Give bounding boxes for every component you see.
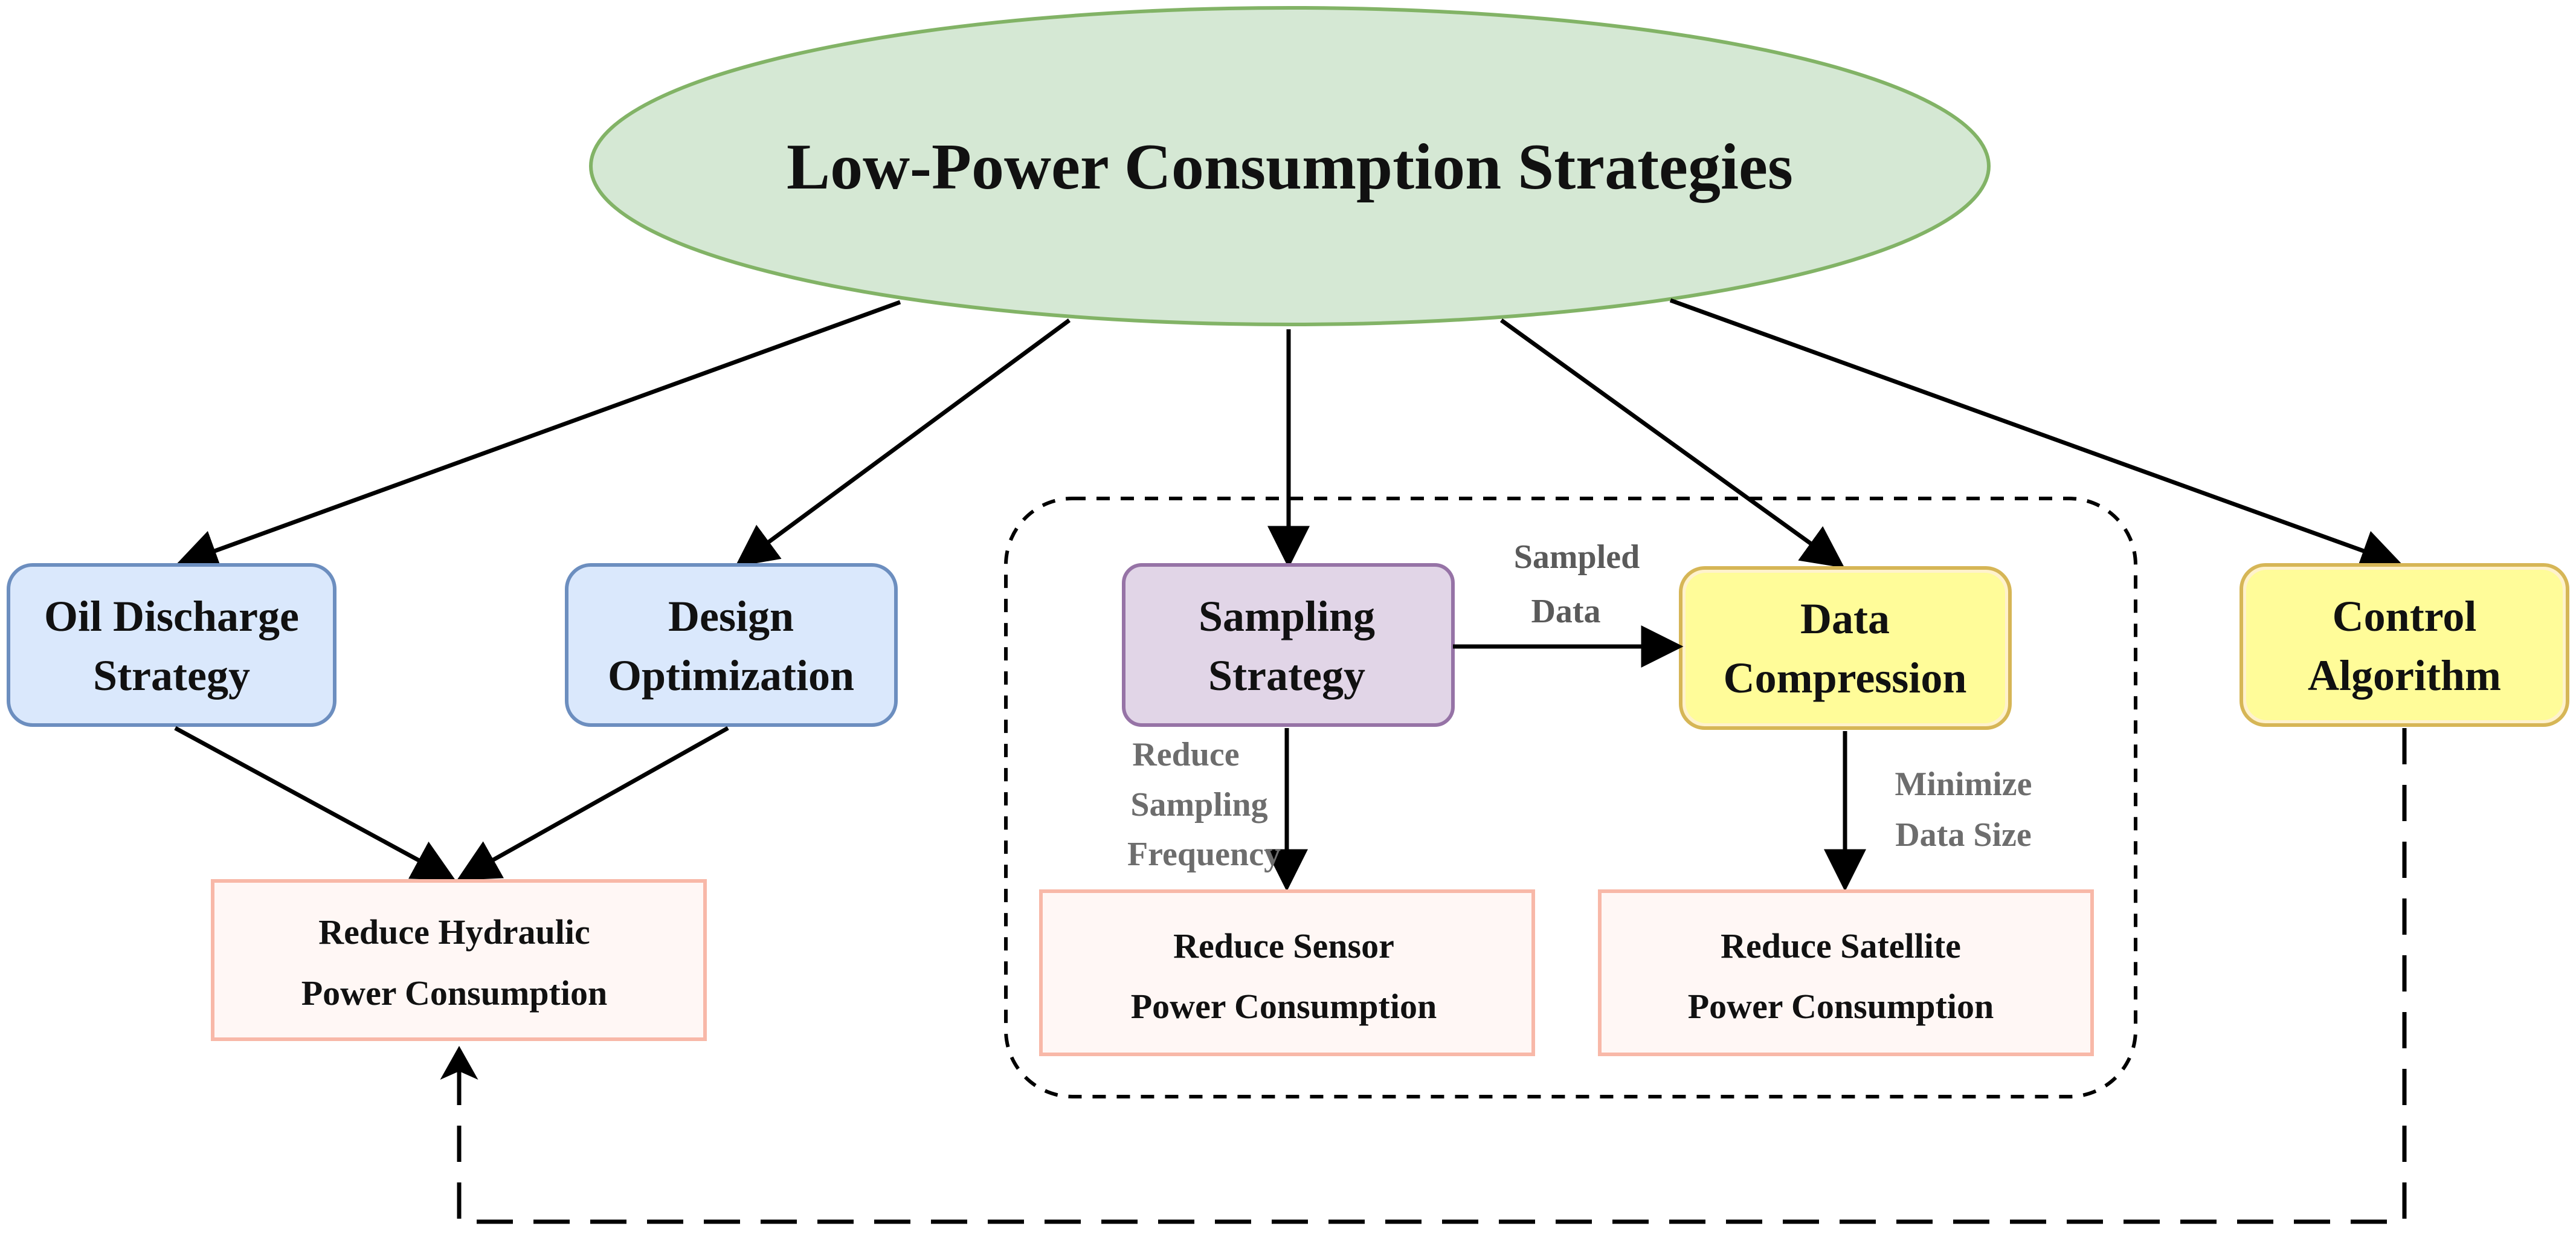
oil-discharge-line2: Strategy xyxy=(93,651,250,700)
arrow-design-to-hydraulic xyxy=(456,726,729,881)
root-node: Low-Power Consumption Strategies xyxy=(589,6,1991,326)
control-algorithm-line2: Algorithm xyxy=(2308,651,2501,700)
arrow-root-to-design xyxy=(735,318,1071,567)
satellite-result-line1: Reduce Satellite xyxy=(1721,926,1961,966)
data-compression-node: Data Compression xyxy=(1679,566,2012,730)
label-reduce-sampling: Reduce Sampling Frequency xyxy=(1127,736,1281,873)
label-minimize-data-line1: Minimize xyxy=(1895,766,2032,803)
data-compression-line2: Compression xyxy=(1724,654,1967,702)
label-sampled-data: Sampled Data xyxy=(1514,538,1640,630)
hydraulic-result-box xyxy=(211,879,707,1041)
oil-discharge-node: Oil Discharge Strategy xyxy=(7,563,336,727)
design-optimization-box xyxy=(565,563,898,727)
label-minimize-data-line2: Data Size xyxy=(1895,816,2032,854)
sensor-result-line2: Power Consumption xyxy=(1131,987,1437,1026)
hydraulic-result-line2: Power Consumption xyxy=(301,973,607,1013)
label-sampled-data-line1: Sampled xyxy=(1514,538,1640,576)
control-algorithm-node: Control Algorithm xyxy=(2240,563,2569,727)
sampling-strategy-line1: Sampling xyxy=(1199,592,1375,640)
satellite-result-box xyxy=(1598,889,2094,1056)
arrow-root-to-control xyxy=(1669,298,2403,571)
sampling-strategy-line2: Strategy xyxy=(1208,651,1365,700)
arrow-root-to-oil xyxy=(175,300,901,571)
arrow-oil-to-hydraulic xyxy=(174,726,456,881)
root-title: Low-Power Consumption Strategies xyxy=(787,131,1793,203)
control-algorithm-line1: Control xyxy=(2333,592,2477,640)
sampling-strategy-box xyxy=(1122,563,1455,727)
hydraulic-result-line1: Reduce Hydraulic xyxy=(318,912,590,952)
data-compression-highlight xyxy=(1686,573,2005,723)
label-reduce-sampling-line1: Reduce xyxy=(1132,736,1239,773)
design-optimization-line1: Design xyxy=(668,592,794,640)
design-optimization-line2: Optimization xyxy=(608,651,854,700)
data-strategy-group xyxy=(1004,497,2137,1098)
satellite-result-node: Reduce Satellite Power Consumption xyxy=(1598,889,2094,1056)
oil-discharge-line1: Oil Discharge xyxy=(44,592,299,640)
label-reduce-sampling-line3: Frequency xyxy=(1127,836,1281,873)
sensor-result-box xyxy=(1039,889,1535,1056)
sensor-result-line1: Reduce Sensor xyxy=(1173,926,1394,966)
hydraulic-result-node: Reduce Hydraulic Power Consumption xyxy=(211,879,707,1041)
control-algorithm-highlight xyxy=(2246,570,2563,720)
label-minimize-data: Minimize Data Size xyxy=(1895,766,2032,854)
oil-discharge-box xyxy=(7,563,336,727)
label-reduce-sampling-line2: Sampling xyxy=(1130,786,1267,824)
sampling-strategy-node: Sampling Strategy xyxy=(1122,563,1455,727)
design-optimization-node: Design Optimization xyxy=(565,563,898,727)
arrow-control-to-hydraulic xyxy=(440,728,2407,1224)
data-compression-line1: Data xyxy=(1800,595,1890,643)
root-ellipse xyxy=(589,6,1991,326)
satellite-result-line2: Power Consumption xyxy=(1688,987,1994,1026)
arrow-root-to-compression xyxy=(1499,318,1845,569)
sensor-result-node: Reduce Sensor Power Consumption xyxy=(1039,889,1535,1056)
label-sampled-data-line2: Data xyxy=(1531,593,1600,630)
